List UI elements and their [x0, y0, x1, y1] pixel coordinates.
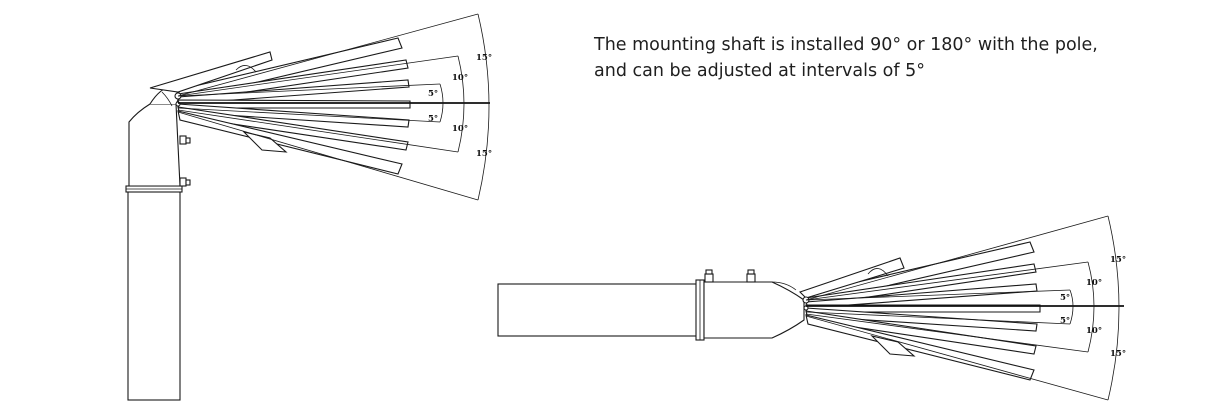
fixture-tilt-fan [149, 37, 411, 175]
vertical-pole-installation: 15° 10° 5° 5° 10° 15° [125, 13, 492, 401]
description-line-2: and can be adjusted at intervals of 5° [594, 61, 925, 81]
description-text: The mounting shaft is installed 90° or 1… [594, 32, 1098, 84]
angle-label-down-15-h: 15° [1110, 349, 1126, 359]
angle-label-up-15: 15° [476, 53, 492, 63]
horizontal-pole [497, 269, 805, 341]
description-line-1: The mounting shaft is installed 90° or 1… [594, 35, 1098, 55]
angle-label-down-15: 15° [476, 149, 492, 159]
angle-guides-horizontal [805, 215, 1124, 401]
angle-label-up-15-h: 15° [1110, 255, 1126, 265]
angle-label-up-10: 10° [452, 73, 468, 83]
horizontal-pole-installation: 15° 10° 5° 5° 10° 15° [497, 215, 1126, 401]
angle-label-up-5-h: 5° [1060, 293, 1070, 303]
fixture-tilt-fan-horizontal [798, 241, 1041, 381]
vertical-pole [125, 85, 191, 401]
angle-label-down-10-h: 10° [1086, 326, 1102, 336]
angle-label-down-10: 10° [452, 124, 468, 134]
angle-label-up-5: 5° [428, 89, 438, 99]
angle-guides [177, 13, 490, 201]
angle-label-down-5-h: 5° [1060, 316, 1070, 326]
angle-label-down-5: 5° [428, 114, 438, 124]
angle-label-up-10-h: 10° [1086, 278, 1102, 288]
